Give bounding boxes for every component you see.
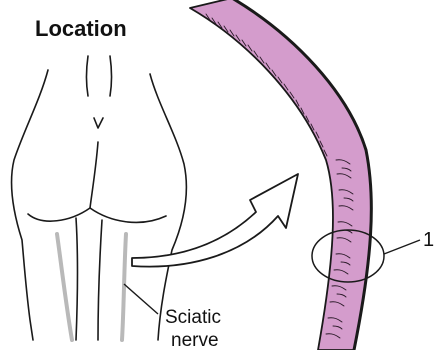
sciatic-label-line1: Sciatic: [165, 307, 221, 328]
sacral-mark: [94, 118, 103, 128]
magnified-nerve: [190, 0, 384, 350]
callout-line: [384, 240, 420, 254]
left-leg-nerve: [57, 234, 72, 340]
right-hip-contour: [150, 74, 186, 340]
left-gluteal-fold: [28, 208, 90, 221]
left-inner-thigh: [76, 218, 78, 340]
nerve-body: [190, 0, 371, 350]
back-line-left: [87, 56, 89, 96]
buttocks-outline: [12, 56, 187, 340]
right-leg-nerve: [122, 234, 126, 340]
sciatic-pointer-line: [124, 284, 158, 314]
right-inner-thigh: [98, 220, 102, 340]
diagram-title: Location: [35, 16, 127, 41]
callout-number: 1: [423, 229, 434, 251]
leg-sciatic-nerves: [57, 234, 126, 340]
gluteal-cleft: [90, 142, 98, 208]
left-hip-contour: [12, 70, 48, 340]
back-line-right: [110, 56, 112, 96]
sciatic-label-line2: nerve: [171, 330, 219, 350]
